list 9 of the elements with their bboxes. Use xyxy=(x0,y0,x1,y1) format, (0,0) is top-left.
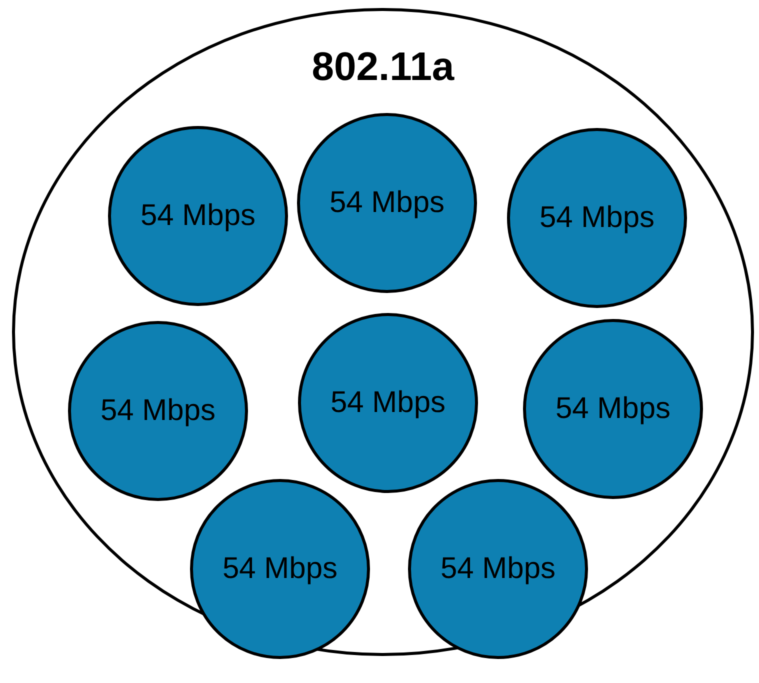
cell-circle: 54 Mbps xyxy=(108,126,288,306)
cell-circle: 54 Mbps xyxy=(507,128,687,308)
cell-circle: 54 Mbps xyxy=(68,321,248,501)
cell-circle: 54 Mbps xyxy=(298,313,478,493)
cell-circle: 54 Mbps xyxy=(190,479,370,659)
cell-circle: 54 Mbps xyxy=(523,319,703,499)
title-label: 802.11a xyxy=(310,45,456,90)
cell-circle: 54 Mbps xyxy=(297,113,477,293)
cell-circle: 54 Mbps xyxy=(408,479,588,659)
